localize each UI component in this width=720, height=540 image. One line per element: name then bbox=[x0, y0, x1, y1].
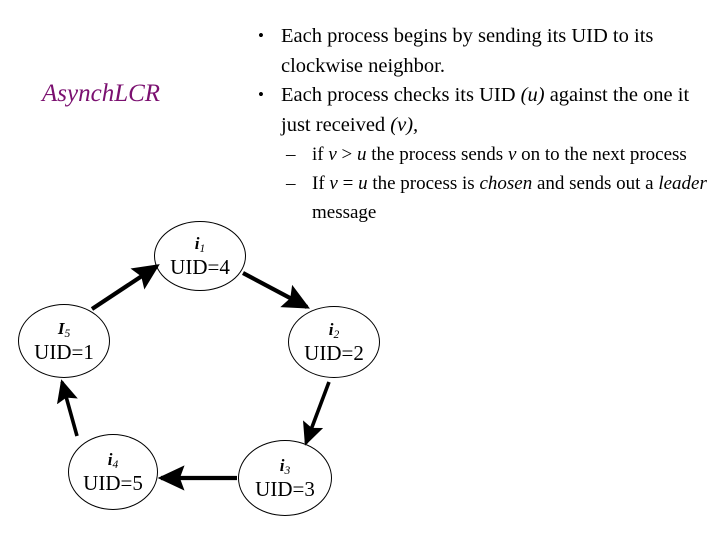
page-title: AsynchLCR bbox=[42, 80, 161, 107]
ring-node-i5[interactable]: I5 UID=1 bbox=[18, 304, 110, 378]
text-segment: the process is bbox=[367, 173, 480, 194]
sub-list-item: – if v > u the process sends v on to the… bbox=[252, 140, 714, 169]
text-segment: on to the next process bbox=[516, 144, 687, 165]
ring-edges bbox=[56, 264, 331, 491]
list-item-text: Each process checks its UID (u) against … bbox=[281, 84, 689, 136]
edge-i2-i3 bbox=[303, 381, 331, 446]
ring-node-label: i4 bbox=[108, 451, 118, 471]
ring-node-label: i3 bbox=[280, 457, 290, 477]
ring-node-label: i1 bbox=[195, 235, 205, 255]
text-segment: against the one it just received bbox=[281, 84, 690, 136]
text-segment-italic: (u) bbox=[520, 84, 545, 106]
text-segment: If bbox=[312, 173, 330, 194]
ring-node-label: I5 bbox=[58, 320, 70, 340]
edge-i4-i5 bbox=[56, 379, 79, 437]
sub-list-item: – If v = u the process is chosen and sen… bbox=[252, 169, 714, 227]
sub-list-item-text: If v = u the process is chosen and sends… bbox=[312, 173, 707, 223]
ring-node-uid: UID=5 bbox=[83, 470, 143, 495]
ring-node-i2[interactable]: i2 UID=2 bbox=[288, 306, 380, 378]
node-name: i bbox=[194, 233, 200, 253]
text-segment-italic: (v), bbox=[390, 113, 419, 136]
ring-node-i3[interactable]: i3 UID=3 bbox=[238, 440, 332, 516]
ring-node-uid: UID=4 bbox=[170, 254, 230, 279]
text-segment: Each process begins by sending its UID t… bbox=[281, 25, 654, 77]
text-segment-italic: u bbox=[358, 173, 368, 194]
list-item: • Each process begins by sending its UID… bbox=[252, 22, 714, 81]
node-name: i bbox=[328, 319, 334, 339]
node-index: 2 bbox=[333, 328, 340, 341]
text-segment-italic: v bbox=[329, 173, 338, 194]
text-segment-italic: v bbox=[507, 144, 517, 165]
ring-node-i1[interactable]: i1 UID=4 bbox=[154, 221, 246, 291]
ring-node-uid: UID=3 bbox=[255, 476, 315, 501]
text-segment-italic: leader bbox=[658, 173, 707, 194]
text-segment: message bbox=[312, 202, 377, 223]
edge-i5-i1 bbox=[90, 264, 160, 311]
list-item-text: Each process begins by sending its UID t… bbox=[281, 25, 653, 77]
text-segment: = bbox=[337, 173, 359, 194]
text-segment-italic: chosen bbox=[479, 173, 533, 194]
edge-i1-i2 bbox=[242, 271, 310, 309]
node-index: 3 bbox=[284, 464, 291, 477]
text-segment: > bbox=[336, 144, 358, 165]
text-segment-italic: v bbox=[328, 144, 337, 165]
ring-node-i4[interactable]: i4 UID=5 bbox=[68, 434, 158, 510]
text-segment-italic: u bbox=[357, 144, 367, 165]
node-name: i bbox=[107, 449, 113, 469]
text-segment: the process sends bbox=[366, 144, 508, 165]
ring-node-uid: UID=1 bbox=[34, 339, 94, 364]
node-name: i bbox=[279, 455, 285, 475]
ring-node-label: i2 bbox=[329, 321, 339, 341]
bullet-list: • Each process begins by sending its UID… bbox=[252, 22, 714, 227]
bullet-marker-icon: • bbox=[258, 85, 264, 104]
list-item: • Each process checks its UID (u) agains… bbox=[252, 81, 714, 140]
ring-node-uid: UID=2 bbox=[304, 340, 364, 365]
text-segment: if bbox=[312, 144, 329, 165]
dash-marker-icon: – bbox=[286, 144, 296, 165]
text-segment: and sends out a bbox=[532, 173, 659, 194]
bullet-marker-icon: • bbox=[258, 26, 264, 45]
dash-marker-icon: – bbox=[286, 173, 296, 194]
node-name: I bbox=[57, 318, 65, 338]
text-segment: Each process checks its UID bbox=[281, 84, 521, 106]
sub-list-item-text: if v > u the process sends v on to the n… bbox=[312, 144, 687, 165]
ring-diagram: i1 UID=4 i2 UID=2 i3 UID=3 i4 UID=5 I5 U… bbox=[0, 200, 400, 540]
node-index: 1 bbox=[199, 242, 206, 255]
node-index: 5 bbox=[64, 327, 71, 340]
node-index: 4 bbox=[112, 458, 119, 471]
